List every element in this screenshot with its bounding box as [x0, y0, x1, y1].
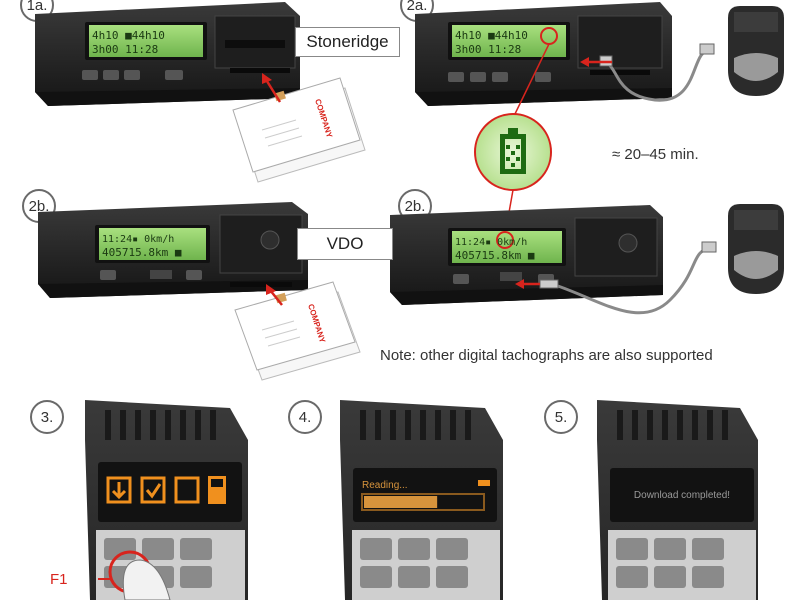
reading-text: Reading...: [362, 480, 408, 491]
stoneridge-lcd-line1-1a: 4h10 ■44h10: [92, 29, 165, 42]
company-card-2b: [234, 281, 361, 381]
step-badge-4: 4.: [288, 400, 322, 434]
download-key-top: [728, 6, 784, 96]
stoneridge-tachograph-1a: [35, 2, 300, 106]
stoneridge-buttons-1a: [82, 70, 183, 80]
duration-label: ≈ 20–45 min.: [612, 146, 699, 163]
vdo-tachograph-right: [390, 205, 663, 305]
stoneridge-lcd-line1-2a: 4h10 ■44h10: [455, 29, 528, 42]
note-text: Note: other digital tachographs are also…: [380, 347, 713, 364]
download-key-middle: [728, 204, 784, 294]
vdo-lcd-line1-right: 11:24▪ 0km/h: [455, 237, 527, 248]
vdo-lcd-line2-left: 405715.8km ■: [102, 246, 182, 259]
company-card-1a: [232, 77, 366, 183]
reading-progress-fill: [364, 496, 438, 508]
stoneridge-lcd-line2-2a: 3h00 11:28: [455, 43, 521, 56]
handheld-step-4: [340, 400, 503, 600]
vdo-lcd-line1-left: 11:24▪ 0km/h: [102, 234, 174, 245]
brand-label-vdo: VDO: [297, 228, 393, 260]
f1-label: F1: [50, 571, 68, 588]
brand-label-stoneridge: Stoneridge: [295, 27, 400, 57]
handheld-step-5: [597, 400, 758, 600]
vdo-tachograph-left: [38, 202, 308, 298]
battery-pixel-icon: [500, 128, 526, 174]
download-completed-text: Download completed!: [634, 490, 730, 501]
step-badge-5: 5.: [544, 400, 578, 434]
handheld-step-3: [85, 400, 248, 600]
step-badge-3: 3.: [30, 400, 64, 434]
stoneridge-lcd-line2-1a: 3h00 11:28: [92, 43, 158, 56]
vdo-lcd-line2-right: 405715.8km ■: [455, 249, 535, 262]
